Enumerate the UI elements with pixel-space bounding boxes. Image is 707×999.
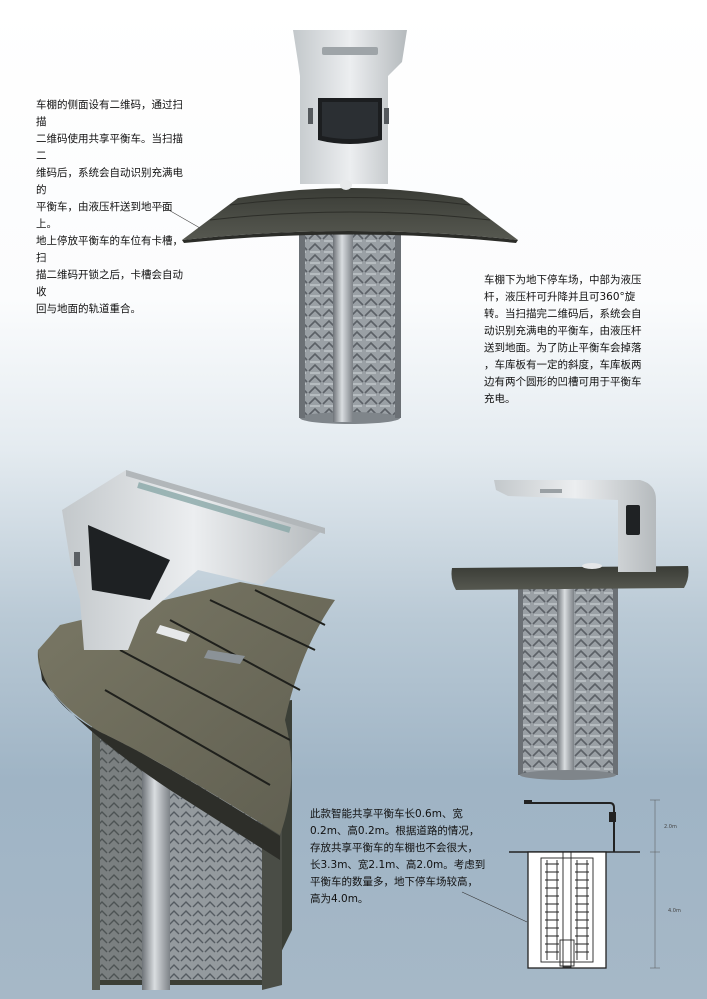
canopy-outline — [528, 802, 615, 852]
perspective-view-station — [37, 470, 336, 990]
side-view-station — [451, 480, 689, 780]
top-view-charging-station — [159, 30, 518, 424]
canopy-roof — [494, 480, 656, 572]
callout-line — [461, 891, 528, 923]
dimension-label-below: 4.0m — [668, 908, 681, 914]
hydraulic-pole — [142, 720, 170, 990]
storage-racks — [540, 851, 594, 968]
canopy-roof — [62, 470, 325, 650]
qr-code-icon — [308, 108, 313, 124]
section-dimension-drawing: 2.0m 4.0m — [461, 799, 681, 969]
balance-scooter — [156, 625, 190, 642]
balance-scooter — [582, 563, 602, 569]
qr-code-icon — [74, 552, 80, 566]
balance-scooter — [340, 180, 352, 190]
dimension-label-above: 2.0m — [664, 824, 677, 830]
description-underground-garage: 车棚下为地下停车场，中部为液压 杆，液压杆可升降并且可360°旋 转。当扫描完二… — [484, 274, 642, 405]
callout-line — [159, 204, 201, 229]
qr-display-screen — [626, 505, 640, 535]
hydraulic-pole — [557, 585, 574, 775]
parking-slot — [204, 650, 245, 664]
description-qr-code: 车棚的侧面设有二维码，通过扫描 二维码使用共享平衡车。当扫描二 维码后，系统会自… — [36, 99, 183, 315]
hydraulic-pole — [333, 232, 353, 422]
underground-garage-outline — [527, 851, 607, 969]
description-dimensions: 此款智能共享平衡车长0.6m、宽 0.2m、高0.2m。根据道路的情况， 存放共… — [310, 808, 486, 905]
qr-display-screen — [88, 525, 170, 600]
